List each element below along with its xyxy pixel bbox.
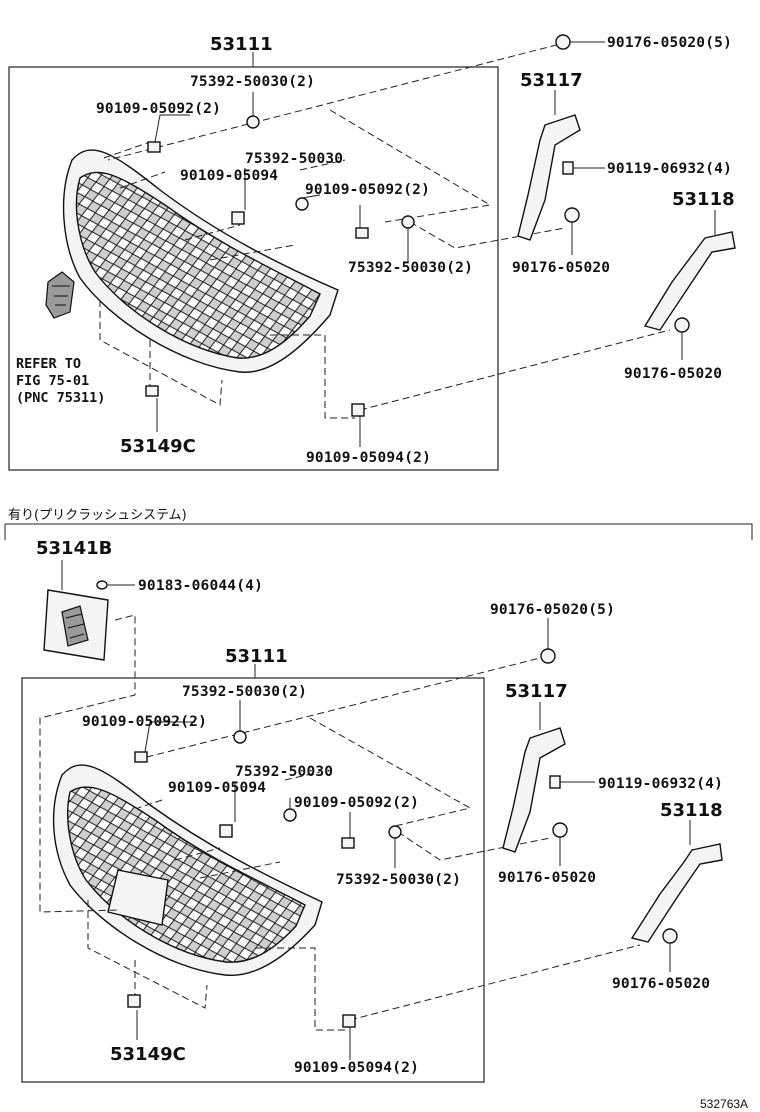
clip-icon (674, 317, 690, 333)
bolt-icon (231, 211, 245, 225)
label-bolt-left-2: 90109-05092(2) (82, 714, 207, 730)
clip-icon (552, 822, 568, 838)
top-section: 53111 REFER TO FIG 75-01 (PNC 75311) (8, 34, 736, 471)
label-bracket-upper-2: 53117 (505, 681, 568, 702)
bolt-icon (355, 227, 369, 239)
refer-note-line1: REFER TO (16, 356, 81, 372)
label-bolt-left: 90109-05092(2) (96, 101, 221, 117)
label-clip-bottom: 53149C (120, 436, 196, 457)
screw-icon (549, 775, 561, 789)
bracket-lower-part (643, 231, 736, 331)
bottom-fasteners (127, 648, 678, 1028)
bottom-section: 有り(プリクラッシュシステム) 53141B 90183-06044(4) 53… (4, 508, 753, 1083)
bolt-icon (342, 1014, 356, 1028)
emblem-part (45, 271, 75, 319)
screw-icon (562, 161, 574, 175)
grille-assembly-box-2 (21, 677, 485, 1083)
bolt-icon (147, 141, 161, 153)
label-clip-a-2: 90176-05020 (498, 870, 596, 886)
label-bolt-mid-2: 90109-05094 (168, 780, 266, 796)
label-bracket-lower: 53118 (672, 189, 735, 210)
bolt-icon (219, 824, 233, 838)
bolt-icon (134, 751, 148, 763)
bolt-icon (341, 837, 355, 849)
bolt-icon (351, 403, 365, 417)
label-clip-top-2: 90176-05020(5) (490, 602, 615, 618)
nut-icon (388, 825, 402, 839)
label-clip-top: 90176-05020(5) (607, 35, 732, 51)
label-bracket-upper: 53117 (520, 70, 583, 91)
label-clip-a: 90176-05020 (512, 260, 610, 276)
label-bolt-bottom: 90109-05094(2) (306, 450, 431, 466)
label-bolt-mid-right-2: 90109-05092(2) (294, 795, 419, 811)
label-bolt-mid: 90109-05094 (180, 168, 278, 184)
label-screw-right-2: 90119-06932(4) (598, 776, 723, 792)
radar-cover-part (43, 589, 109, 661)
label-nut-lower-2: 75392-50030(2) (336, 872, 461, 888)
label-clip-bottom-2: 53149C (110, 1044, 186, 1065)
label-cover-screw: 90183-06044(4) (138, 578, 263, 594)
diagram-code: 532763A (700, 1097, 748, 1111)
label-nut-mid-2: 75392-50030 (235, 764, 333, 780)
radar-window (107, 869, 169, 926)
bracket-upper-part (517, 114, 581, 241)
section-title: 有り(プリクラッシュシステム) (8, 508, 187, 523)
label-bracket-lower-2: 53118 (660, 800, 723, 821)
label-bolt-bottom-2: 90109-05094(2) (294, 1060, 419, 1076)
label-screw-right: 90119-06932(4) (607, 161, 732, 177)
nut-icon (401, 215, 415, 229)
label-nut-lower: 75392-50030(2) (348, 260, 473, 276)
radiator-grille (62, 149, 339, 373)
label-nut-top: 75392-50030(2) (190, 74, 315, 90)
clip-icon (145, 385, 159, 397)
nut-icon (295, 197, 309, 211)
clip-icon (540, 648, 556, 664)
label-bolt-mid-right: 90109-05092(2) (305, 182, 430, 198)
nut-icon (233, 730, 247, 744)
label-clip-b: 90176-05020 (624, 366, 722, 382)
radiator-grille-2 (52, 764, 323, 976)
bracket-upper-part-2 (502, 727, 566, 853)
label-clip-b-2: 90176-05020 (612, 976, 710, 992)
label-cover: 53141B (36, 538, 112, 559)
refer-note-line3: (PNC 75311) (16, 390, 105, 406)
clip-icon (564, 207, 580, 223)
label-nut-mid: 75392-50030 (245, 151, 343, 167)
clip-icon (127, 994, 141, 1008)
clip-icon (662, 928, 678, 944)
nut-icon (246, 115, 260, 129)
clip-icon (555, 34, 571, 50)
bracket-lower-part-2 (630, 843, 723, 943)
screw-icon (96, 580, 108, 590)
grille-label: 53111 (210, 34, 273, 55)
refer-note-line2: FIG 75-01 (16, 373, 89, 389)
grille-label-2: 53111 (225, 646, 288, 667)
label-nut-top-2: 75392-50030(2) (182, 684, 307, 700)
